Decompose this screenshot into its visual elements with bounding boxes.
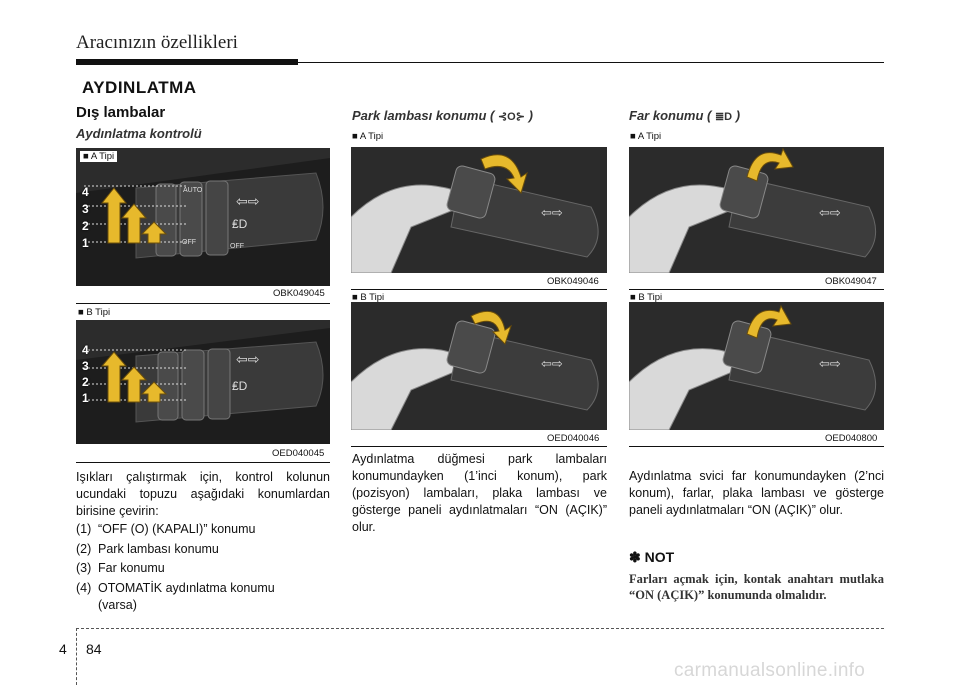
svg-text:⇦⇨: ⇦⇨	[541, 205, 563, 220]
figure-b-park: ⇦⇨	[351, 302, 607, 430]
svg-text:⇦⇨: ⇦⇨	[541, 356, 563, 371]
svg-text:⇦⇨: ⇦⇨	[236, 193, 260, 209]
figure-a-label: ■ A Tipi	[630, 131, 662, 142]
figure-separator	[629, 289, 884, 290]
stalk-illustration-b: ⇦⇨ ₤D	[76, 320, 330, 444]
figure-b-headlight: ⇦⇨	[629, 302, 884, 430]
svg-text:⇦⇨: ⇦⇨	[819, 205, 841, 220]
figure-a-label: ■ A Tipi	[80, 151, 118, 162]
body-text-headlight-position: Aydınlatma svici far konumundayken (2’nc…	[629, 469, 884, 517]
note-text: Farları açmak için, kontak anahtarı mutl…	[629, 572, 884, 602]
subheading-exterior-lights: Dış lambalar	[76, 104, 166, 121]
header-rule-thin	[298, 62, 884, 63]
figure-b-code: OED040046	[547, 433, 600, 444]
subheading-park-position: Park lambası konumu ( ⊰O⊱ )	[352, 108, 533, 123]
figure-a-code: OBK049045	[273, 288, 325, 299]
figure-a-code: OBK049047	[825, 276, 877, 287]
list-item: (1)“OFF (O) (KAPALI)” konumu	[76, 522, 256, 536]
stalk-auto-text: AUTO	[183, 187, 203, 194]
figure-b-code: OED040045	[272, 448, 325, 459]
svg-text:⇦⇨: ⇦⇨	[236, 351, 260, 367]
svg-text:₤D: ₤D	[232, 217, 248, 231]
figure-separator-b	[76, 462, 330, 463]
position-list: (1)“OFF (O) (KAPALI)” konumu (2)Park lam…	[76, 521, 330, 617]
list-item: (2)Park lambası konumu	[76, 541, 219, 556]
figure-separator	[76, 303, 330, 304]
figure-b-label: ■ B Tipi	[630, 292, 663, 303]
stalk-off-text-2: OFF	[230, 243, 244, 250]
park-light-icon: ⊰O⊱	[497, 111, 525, 123]
body-text-park-position: Aydınlatma düğmesi park lambaları konumu…	[352, 452, 607, 534]
body-text-light-control: Işıkları çalıştırmak için, kontrol kolun…	[76, 470, 330, 518]
list-item: (4)OTOMATİK aydınlatma konumu(varsa)	[76, 580, 275, 613]
headlight-icon: ≣D	[714, 111, 733, 123]
figure-b-code: OED040800	[825, 433, 878, 444]
stalk-off-text: OFF	[182, 239, 196, 246]
hand-stalk-illustration-b: ⇦⇨	[629, 302, 884, 430]
figure-separator-b	[351, 446, 607, 447]
list-item: (3)Far konumu	[76, 561, 165, 575]
figure-a-label: ■ A Tipi	[352, 131, 384, 142]
figure-separator-b	[629, 446, 884, 447]
hand-stalk-illustration: ⇦⇨	[629, 147, 884, 273]
chapter-number: 4	[59, 641, 67, 657]
figure-b-label: ■ B Tipi	[78, 307, 111, 318]
subheading-headlight-position: Far konumu ( ≣D )	[629, 108, 741, 123]
page-number: 84	[86, 641, 102, 657]
figure-a-park: ⇦⇨	[351, 147, 607, 273]
hand-stalk-illustration: ⇦⇨	[351, 147, 607, 273]
footer-rule	[76, 628, 884, 629]
figure-b-label: ■ B Tipi	[352, 292, 385, 303]
svg-text:⇦⇨: ⇦⇨	[819, 356, 841, 371]
header-title: Aracınızın özellikleri	[76, 32, 238, 53]
hand-stalk-illustration-b: ⇦⇨	[351, 302, 607, 430]
section-title: AYDINLATMA	[82, 78, 197, 97]
footer-vertical-rule	[76, 628, 77, 685]
figure-a-headlight: ⇦⇨	[629, 147, 884, 273]
figure-separator	[351, 289, 607, 290]
stalk-illustration: AUTO OFF OFF ⇦⇨ ₤D	[76, 148, 330, 286]
figure-a-code: OBK049046	[547, 276, 599, 287]
subheading-light-control: Aydınlatma kontrolü	[76, 126, 202, 141]
svg-text:₤D: ₤D	[232, 379, 248, 393]
header-rule-thick	[76, 59, 298, 65]
note-title: ✽ NOT	[629, 549, 675, 565]
watermark: carmanualsonline.info	[674, 660, 866, 681]
